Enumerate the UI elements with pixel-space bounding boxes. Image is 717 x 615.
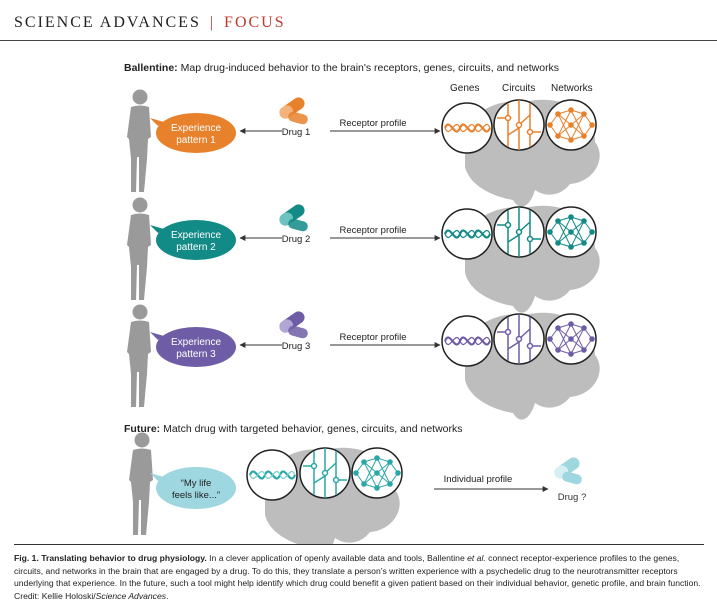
caption-et-al: et al.: [467, 553, 486, 563]
caption-text-b: connect receptor-experience profiles to …: [14, 553, 701, 601]
receptor-profile-2-label: Receptor profile: [339, 225, 406, 236]
caption-end: .: [166, 590, 169, 601]
circuit-circle-future-icon: [299, 447, 351, 499]
row-2: Experience pattern 2 Drug 2 Receptor pro…: [127, 197, 600, 313]
drug-1-label: Drug 1: [282, 127, 311, 138]
future-quote-line2: feels like...”: [172, 490, 220, 501]
individual-profile-label: Individual profile: [444, 474, 513, 485]
column-label-circuits: Circuits: [502, 83, 536, 94]
column-label-genes: Genes: [450, 83, 480, 94]
future-title-text: Match drug with targeted behavior, genes…: [160, 423, 463, 435]
person-icon: [129, 432, 153, 535]
bubble-2-line1: Experience: [171, 230, 221, 241]
gene-circle-3-icon: [441, 315, 493, 367]
circuit-circle-2-icon: [493, 206, 545, 258]
experience-bubble-1: Experience pattern 1: [150, 113, 236, 153]
network-circle-future-icon: [351, 447, 403, 499]
experience-bubble-3: Experience pattern 3: [150, 327, 236, 367]
gene-circle-future-icon: [246, 449, 298, 501]
person-icon: [127, 89, 151, 192]
figure-caption: Fig. 1. Translating behavior to drug phy…: [14, 552, 706, 602]
figure-illustration: Experience pattern 1 Drug 1 Receptor pro…: [127, 89, 600, 545]
bubble-1-line2: pattern 1: [176, 135, 216, 146]
caption-credit-journal: Science Advances: [95, 590, 167, 601]
section-name: FOCUS: [224, 14, 286, 31]
receptor-profile-3-label: Receptor profile: [339, 332, 406, 343]
caption-rule: [14, 544, 704, 545]
bubble-2-line2: pattern 2: [176, 242, 216, 253]
caption-label: Fig. 1. Translating behavior to drug phy…: [14, 553, 207, 563]
row-1: Experience pattern 1 Drug 1 Receptor pro…: [127, 89, 600, 207]
ballentine-title-text: Map drug-induced behavior to the brain's…: [177, 62, 560, 74]
network-circle-1-icon: [545, 99, 597, 151]
future-title: Future: Match drug with targeted behavio…: [124, 423, 463, 435]
ballentine-title: Ballentine: Map drug-induced behavior to…: [124, 62, 559, 74]
bubble-3-line1: Experience: [171, 337, 221, 348]
future-quote-line1: “My life: [181, 478, 212, 489]
bubble-1-line1: Experience: [171, 123, 221, 134]
receptor-profile-1-label: Receptor profile: [339, 118, 406, 129]
gene-circle-1-icon: [441, 102, 493, 154]
row-3: Experience pattern 3 Drug 3 Receptor pro…: [127, 304, 600, 420]
drug-unknown-label: Drug ?: [558, 492, 587, 503]
journal-name: SCIENCE ADVANCES: [14, 14, 201, 31]
future-quote-bubble: “My life feels like...”: [150, 467, 236, 509]
gene-circle-2-icon: [441, 208, 493, 260]
header-rule: [0, 40, 717, 41]
circuit-circle-3-icon: [493, 313, 545, 365]
person-icon: [127, 197, 151, 300]
ballentine-title-bold: Ballentine:: [124, 62, 178, 74]
header-separator: |: [209, 14, 216, 31]
experience-bubble-2: Experience pattern 2: [150, 220, 236, 260]
network-circle-2-icon: [545, 206, 597, 258]
circuit-circle-1-icon: [493, 99, 545, 151]
journal-header: SCIENCE ADVANCES | FOCUS: [14, 14, 286, 32]
drug-2-label: Drug 2: [282, 234, 311, 245]
column-label-networks: Networks: [551, 83, 593, 94]
caption-text-a: In a clever application of openly availa…: [206, 553, 468, 563]
future-row: “My life feels like...”: [129, 432, 587, 545]
person-icon: [127, 304, 151, 407]
drug-3-label: Drug 3: [282, 341, 311, 352]
future-title-bold: Future:: [124, 423, 161, 435]
network-circle-3-icon: [545, 313, 597, 365]
bubble-3-line2: pattern 3: [176, 349, 216, 360]
